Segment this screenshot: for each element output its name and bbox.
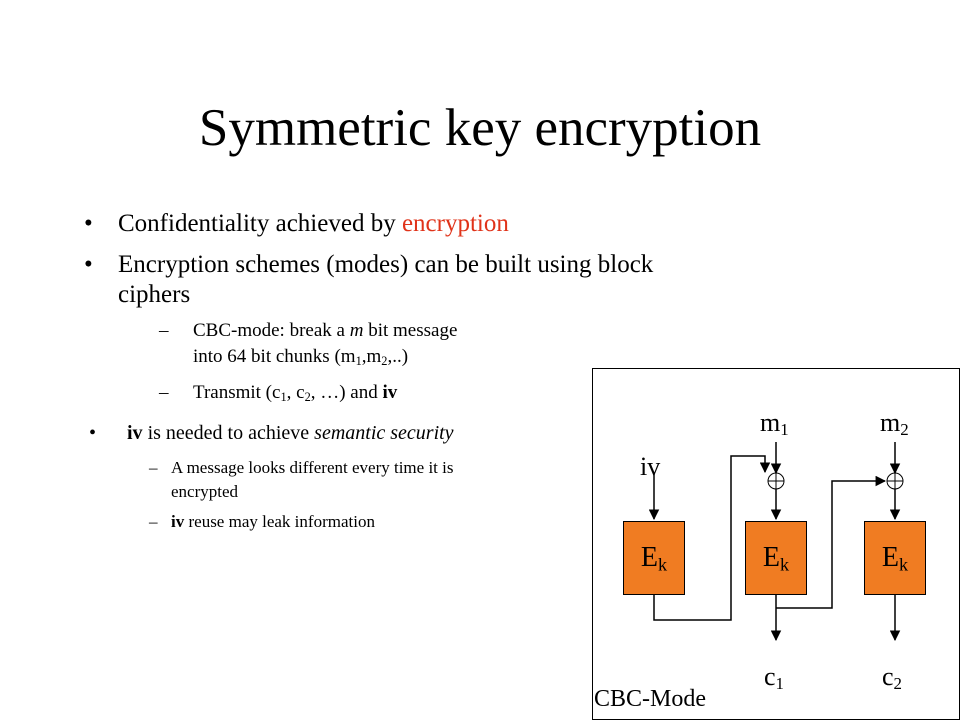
sub-text: reuse may leak information [184, 512, 375, 531]
bold-iv: iv [171, 512, 185, 531]
dash-marker: – [159, 320, 169, 341]
block-subscript: k [658, 554, 668, 575]
sub-text: bit message [363, 320, 458, 341]
cbc-mode-caption: CBC-Mode [594, 686, 707, 712]
bullet-encryption-schemes: • Encryption schemes (modes) can be buil… [84, 250, 824, 310]
bold-iv: iv [382, 382, 398, 403]
sub-bullet-iv-reuse: – iv reuse may leak information [149, 510, 375, 534]
dash-marker: – [159, 382, 169, 403]
c1-subscript: 1 [775, 674, 784, 694]
subscript: 2 [304, 390, 311, 405]
block-cipher-box-3: Ek [864, 521, 926, 595]
bullet-line-1: Encryption schemes (modes) can be built … [118, 251, 654, 278]
italic-m: m [349, 320, 364, 341]
bullet-line-2: ciphers [118, 281, 191, 308]
sub-text: ,..) [387, 346, 409, 367]
sub-text: Transmit (c [193, 382, 281, 403]
dash-marker: – [149, 512, 158, 531]
cbc-mode-diagram: iv m1 m2 Ek Ek Ek c1 c2 CBC-Mode [592, 368, 960, 720]
subscript: 1 [280, 390, 287, 405]
sub-text: , …) and [310, 382, 383, 403]
bullet-iv-semantic-security: • iv is needed to achieve semantic secur… [89, 419, 454, 447]
block-subscript: k [899, 554, 909, 575]
block-cipher-box-1: Ek [623, 521, 685, 595]
bullet-text: is needed to achieve [142, 422, 315, 444]
dash-marker: – [149, 458, 158, 477]
italic-semantic-security: semantic security [314, 422, 454, 444]
bullet-dot: • [84, 210, 93, 237]
m1-label: m1 [760, 408, 789, 438]
slide-title: Symmetric key encryption [198, 99, 762, 157]
c-base: c [764, 662, 776, 691]
sub-text: A message looks different every time it … [171, 458, 454, 477]
c2-label: c2 [882, 662, 902, 692]
block-base: E [640, 542, 658, 573]
subscript: 2 [381, 354, 388, 369]
block-cipher-box-2: Ek [745, 521, 807, 595]
c1-label: c1 [764, 662, 784, 692]
sub-text: into 64 bit chunks (m [193, 346, 356, 367]
c-base: c [882, 662, 894, 691]
m2-subscript: 2 [900, 420, 909, 440]
sub-text: ,m [361, 346, 382, 367]
m-base: m [880, 408, 901, 437]
bullet-dot: • [89, 422, 97, 444]
iv-label: iv [640, 452, 661, 481]
m2-label: m2 [880, 408, 909, 438]
bullet-text: Confidentiality achieved by [118, 210, 402, 237]
sub-text: CBC-mode: break a [193, 320, 350, 341]
bold-iv: iv [127, 422, 143, 444]
subscript: 1 [355, 354, 362, 369]
m1-subscript: 1 [780, 420, 789, 440]
diagram-lines [592, 368, 960, 720]
block-subscript: k [780, 554, 790, 575]
block-base: E [762, 542, 780, 573]
sub-bullet-message-looks-different: – A message looks different every time i… [149, 456, 453, 504]
bullet-confidentiality: • Confidentiality achieved by encryption [84, 208, 509, 240]
sub-bullet-transmit: – Transmit (c1, c2, …) and iv [159, 380, 397, 406]
chain-arrow-1 [653, 455, 771, 621]
sub-text: , c [286, 382, 305, 403]
m-base: m [760, 408, 781, 437]
chain-arrow-2 [776, 475, 887, 609]
bullet-dot: • [84, 251, 93, 278]
block-base: E [881, 542, 899, 573]
encryption-highlight: encryption [401, 210, 509, 237]
c2-subscript: 2 [893, 674, 902, 694]
sub-bullet-cbc-mode: – CBC-mode: break a m bit message into 6… [159, 318, 457, 370]
sub-text: encrypted [171, 482, 239, 501]
